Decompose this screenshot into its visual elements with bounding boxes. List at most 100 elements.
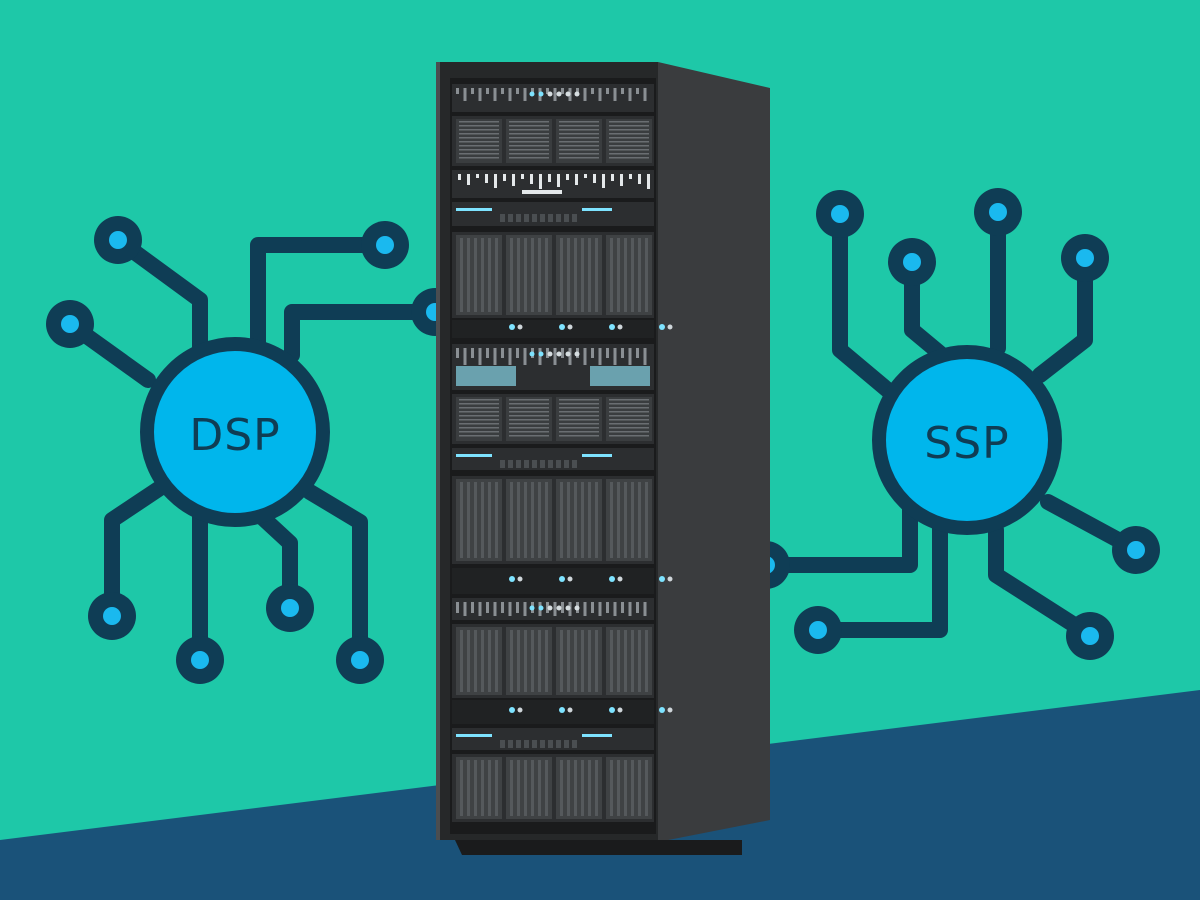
rack-grill-line bbox=[509, 411, 549, 413]
rack-port bbox=[572, 460, 577, 468]
rack-grill-line bbox=[559, 427, 599, 429]
rack-drive-slot bbox=[610, 482, 613, 558]
rack-edge-highlight bbox=[436, 62, 440, 840]
rack-port bbox=[548, 460, 553, 468]
rack-drive-slot bbox=[588, 630, 591, 692]
dsp-terminals bbox=[46, 216, 459, 684]
rack-drive-slot bbox=[645, 482, 648, 558]
rack-drive-slot bbox=[631, 630, 634, 692]
rack-port bbox=[532, 740, 537, 748]
rack-panel-bar bbox=[561, 88, 564, 94]
rack-drive-bay bbox=[456, 627, 502, 695]
rack-port bbox=[532, 214, 537, 222]
rack-panel-bar bbox=[471, 348, 474, 358]
rack-drive-slot bbox=[517, 760, 520, 816]
rack-drive-slot bbox=[531, 482, 534, 558]
rack-panel-bar bbox=[456, 348, 459, 358]
rack-grill-line bbox=[559, 431, 599, 433]
rack-led bbox=[567, 324, 573, 330]
rack-drive-slot bbox=[574, 760, 577, 816]
rack-drive-bay bbox=[556, 757, 602, 819]
rack-status-bar bbox=[456, 208, 492, 211]
rack-grill-line bbox=[509, 121, 549, 123]
rack-panel-bar bbox=[598, 88, 602, 101]
rack-panel-bar bbox=[486, 348, 489, 358]
rack-led bbox=[509, 576, 515, 582]
rack-drive-slot bbox=[617, 760, 620, 816]
rack-grill-line bbox=[509, 129, 549, 131]
rack-port bbox=[556, 740, 561, 748]
rack-panel-bar bbox=[621, 348, 624, 358]
rack-grill-line bbox=[559, 153, 599, 155]
rack-lit-panel bbox=[590, 366, 650, 386]
rack-port bbox=[564, 214, 569, 222]
rack-status-bar bbox=[582, 734, 612, 737]
rack-panel-bar bbox=[516, 348, 519, 358]
rack-grill-line bbox=[559, 419, 599, 421]
rack-port bbox=[508, 740, 513, 748]
rack-panel-bar bbox=[643, 88, 647, 101]
rack-grill-line bbox=[609, 403, 649, 405]
rack-drive-slot bbox=[524, 760, 527, 816]
rack-drive-slot bbox=[617, 238, 620, 312]
circuit-connector-icon bbox=[88, 592, 136, 640]
rack-io-bar bbox=[539, 174, 542, 189]
rack-io-bar bbox=[557, 174, 560, 187]
rack-port bbox=[516, 214, 521, 222]
rack-grill-line bbox=[609, 407, 649, 409]
rack-drive-slot bbox=[588, 238, 591, 312]
rack-io-bar bbox=[593, 174, 596, 183]
rack-led bbox=[547, 605, 553, 611]
rack-panel-bar bbox=[456, 88, 459, 94]
circuit-connector-icon bbox=[46, 300, 94, 348]
circuit-connector-icon bbox=[361, 221, 409, 269]
rack-led bbox=[529, 605, 535, 611]
rack-grill-line bbox=[609, 145, 649, 147]
rack-panel-bar bbox=[456, 602, 459, 613]
rack-grill-line bbox=[559, 137, 599, 139]
rack-port bbox=[572, 214, 577, 222]
rack-port bbox=[516, 460, 521, 468]
rack-port bbox=[532, 460, 537, 468]
rack-drive-slot bbox=[524, 630, 527, 692]
rack-grill-line bbox=[509, 431, 549, 433]
rack-drive-slot bbox=[581, 760, 584, 816]
rack-led bbox=[529, 91, 535, 97]
ssp-network: SSP bbox=[742, 188, 1160, 660]
dsp-label: DSP bbox=[189, 410, 280, 461]
rack-panel-bar bbox=[501, 602, 504, 613]
rack-io-bar bbox=[566, 174, 569, 180]
rack-drive-bay bbox=[606, 479, 652, 561]
rack-side-panel bbox=[658, 62, 770, 842]
rack-io-bar bbox=[522, 190, 562, 194]
rack-drive-slot bbox=[510, 482, 513, 558]
rack-panel-bar bbox=[493, 88, 497, 101]
rack-led bbox=[617, 576, 623, 582]
rack-drive-slot bbox=[481, 760, 484, 816]
rack-panel-bar bbox=[478, 602, 482, 616]
rack-panel-bar bbox=[516, 602, 519, 613]
rack-grill-line bbox=[559, 129, 599, 131]
rack-grill-line bbox=[559, 149, 599, 151]
rack-panel-bar bbox=[591, 602, 594, 613]
rack-grill-line bbox=[609, 157, 649, 159]
rack-drive-slot bbox=[545, 630, 548, 692]
rack-grill-line bbox=[609, 435, 649, 437]
rack-led bbox=[659, 707, 665, 713]
rack-panel-bar bbox=[561, 602, 564, 613]
rack-led bbox=[667, 707, 673, 713]
rack-led bbox=[517, 576, 523, 582]
rack-panel-bar bbox=[643, 348, 647, 365]
rack-drive-slot bbox=[488, 760, 491, 816]
rack-drive-slot bbox=[474, 238, 477, 312]
rack-grill-line bbox=[509, 427, 549, 429]
rack-panel-bar bbox=[636, 348, 639, 358]
rack-grill-line bbox=[609, 149, 649, 151]
rack-grill-line bbox=[609, 423, 649, 425]
rack-grill-line bbox=[559, 403, 599, 405]
rack-grill-line bbox=[509, 157, 549, 159]
rack-drive-slot bbox=[610, 238, 613, 312]
rack-panel-bar bbox=[636, 602, 639, 613]
rack-drive-slot bbox=[588, 482, 591, 558]
